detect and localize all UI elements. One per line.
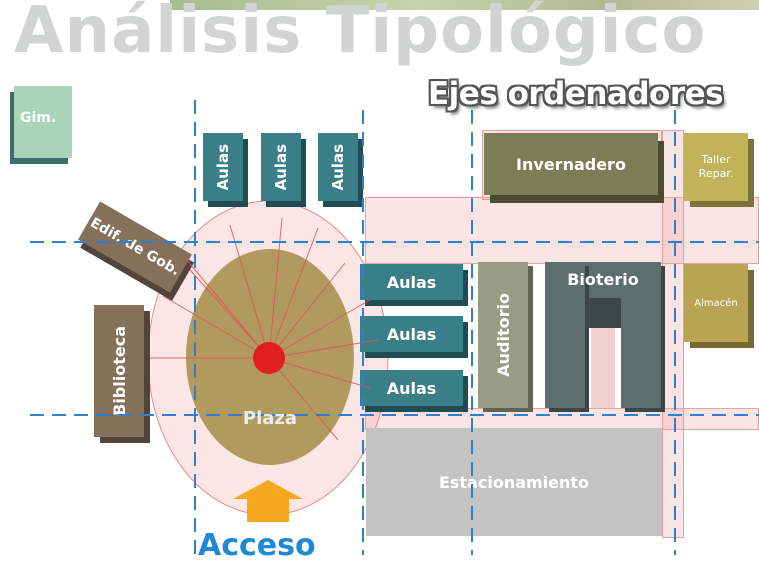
taller-label: Taller Repar. (698, 153, 734, 180)
aulas-label: Aulas (386, 272, 437, 292)
invernadero-label: Invernadero (516, 154, 626, 174)
aulas-label: Aulas (386, 378, 437, 398)
page-subtitle: Ejes ordenadores (428, 76, 724, 112)
building-bioterio: Bioterio (545, 262, 661, 408)
estacionamiento-label: Estacionamiento (438, 472, 590, 492)
aulas-label: Aulas (386, 324, 437, 344)
almacen-label: Almacén (694, 297, 738, 309)
building-aulas-top-2: Aulas (261, 133, 301, 201)
plaza-focal-point (253, 342, 285, 374)
building-almacen: Almacén (684, 264, 748, 342)
building-aulas-mid-2: Aulas (360, 316, 463, 352)
building-estacionamiento: Estacionamiento (366, 428, 662, 536)
gim-label: Gim. (20, 110, 57, 126)
building-invernadero: Invernadero (484, 133, 658, 195)
bioterio-left-wing (545, 262, 585, 408)
radial-lines (150, 217, 379, 441)
access-arrow (233, 480, 303, 522)
building-aulas-top-3: Aulas (318, 133, 358, 201)
bioterio-right-wing (621, 262, 661, 408)
plaza-label: Plaza (242, 408, 298, 429)
ordering-axes (30, 100, 759, 555)
page-title: Análisis Tipológico (14, 0, 707, 68)
building-taller: Taller Repar. (684, 133, 748, 201)
bioterio-label: Bioterio (567, 270, 639, 289)
bioterio-inner-shadow (585, 298, 621, 328)
bioterio-courtyard (591, 328, 615, 408)
building-aulas-top-1: Aulas (203, 133, 243, 201)
header-landscape-strip (170, 0, 759, 10)
building-aulas-mid-1: Aulas (360, 264, 463, 300)
building-gim: Gim. (14, 86, 72, 158)
building-auditorio: Auditorio (478, 262, 528, 408)
access-label: Acceso (198, 528, 316, 563)
circulation-band-vertical-right (662, 130, 684, 538)
building-aulas-mid-3: Aulas (360, 370, 463, 406)
